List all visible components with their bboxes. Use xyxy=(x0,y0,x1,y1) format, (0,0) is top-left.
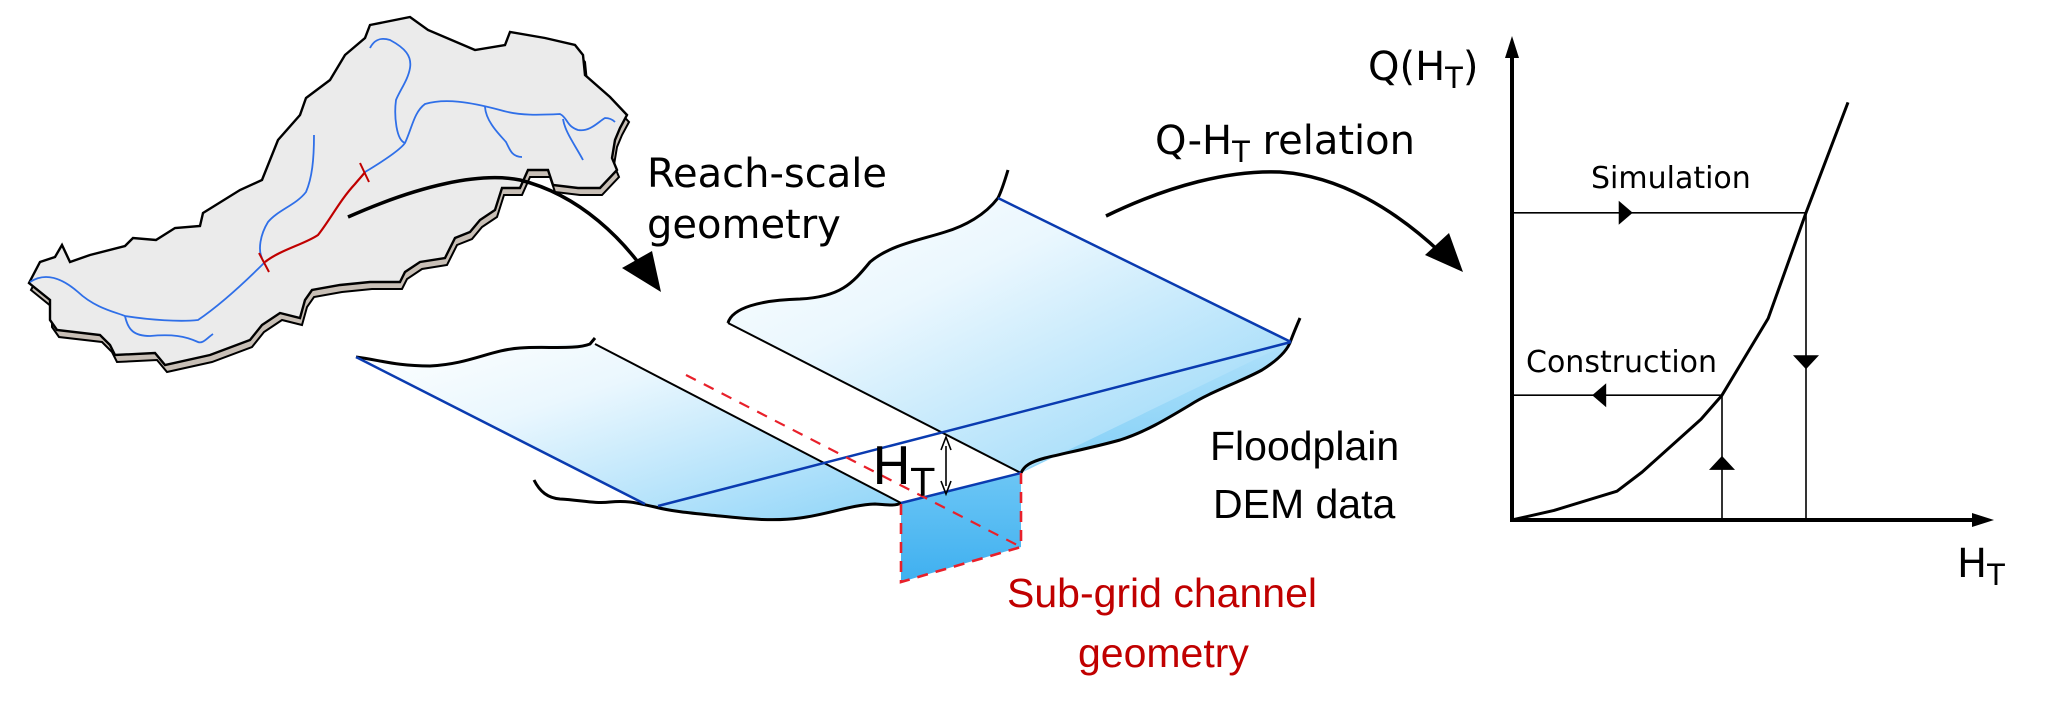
selected-reach xyxy=(264,171,366,263)
annotation-simulation-label: Simulation xyxy=(1591,161,1751,196)
ht-arrow-up-icon xyxy=(940,434,952,451)
simulation-down-arrowhead xyxy=(1793,355,1819,370)
right-channel-edge xyxy=(727,322,1022,474)
floodplain-block: HT xyxy=(355,169,1302,584)
q-ht-relation-label: Q-HT relation xyxy=(1155,118,1415,169)
left-floodplain-surface xyxy=(356,343,901,519)
q-ht-relation-arrow xyxy=(1105,170,1442,254)
reach-scale-label-line2: geometry xyxy=(647,202,841,248)
reach-end-marker xyxy=(359,162,370,183)
ht-subscript: T xyxy=(910,461,935,505)
q-ht-relation-subscript: T xyxy=(1231,135,1250,169)
floodplain-front-water-edge xyxy=(657,340,1292,508)
watershed-outline xyxy=(27,15,629,367)
channel-outline-dashed xyxy=(899,473,1023,584)
reach-start-marker xyxy=(258,252,270,273)
rating-curve-line xyxy=(1511,101,1850,522)
reach-scale-arrow xyxy=(347,175,654,283)
y-axis-arrowhead xyxy=(1505,36,1519,58)
east-sub-tributary-2 xyxy=(562,118,584,161)
north-tributary xyxy=(369,37,412,144)
construction-left-arrowhead xyxy=(1592,383,1607,408)
construction-up-arrowhead xyxy=(1709,455,1735,470)
reach-scale-arrowhead xyxy=(622,251,661,292)
floodplain-label-line2: DEM data xyxy=(1213,481,1395,527)
floodplain-label-line1: Floodplain xyxy=(1210,423,1399,469)
ht-label: HT xyxy=(872,437,935,505)
x-axis-label-subscript: T xyxy=(1986,558,2005,592)
reach-scale-label-line1: Reach-scale xyxy=(647,151,887,197)
left-bank-lower-line xyxy=(532,479,902,522)
right-front-water-face xyxy=(1021,342,1291,473)
ht-arrow-down-icon xyxy=(940,480,952,497)
right-bank-lower-line xyxy=(1019,317,1302,474)
right-floodplain-surface xyxy=(728,198,1291,473)
river-network xyxy=(29,37,616,344)
left-bank-top-line xyxy=(355,337,597,368)
simulation-right-arrowhead xyxy=(1618,200,1633,225)
q-ht-chart: Q(HT) HT Simulation Construction xyxy=(1368,36,2005,592)
left-channel-edge xyxy=(594,343,902,504)
subgrid-label-line2: geometry xyxy=(1078,630,1249,676)
left-floodplain-water-edge xyxy=(355,355,646,506)
y-axis-label-subscript: T xyxy=(1444,61,1463,95)
south-tributary xyxy=(124,315,214,344)
x-axis-label: HT xyxy=(1957,541,2005,592)
right-floodplain-water-edge xyxy=(997,196,1292,344)
east-sub-tributary-1 xyxy=(484,106,523,158)
main-river-lower xyxy=(29,261,266,322)
y-axis-label: Q(HT) xyxy=(1368,44,1479,95)
annotation-construction-label: Construction xyxy=(1526,345,1717,380)
subgrid-label-line1: Sub-grid channel xyxy=(1007,570,1317,616)
channel-centerline-dashed xyxy=(685,374,1022,548)
x-axis-arrowhead xyxy=(1972,513,1994,527)
main-river-upper xyxy=(364,100,616,173)
q-ht-relation-arrowhead xyxy=(1425,233,1463,272)
watershed-map xyxy=(27,15,631,374)
west-tributary xyxy=(259,134,315,259)
channel-water-surface-edge xyxy=(900,471,1022,505)
